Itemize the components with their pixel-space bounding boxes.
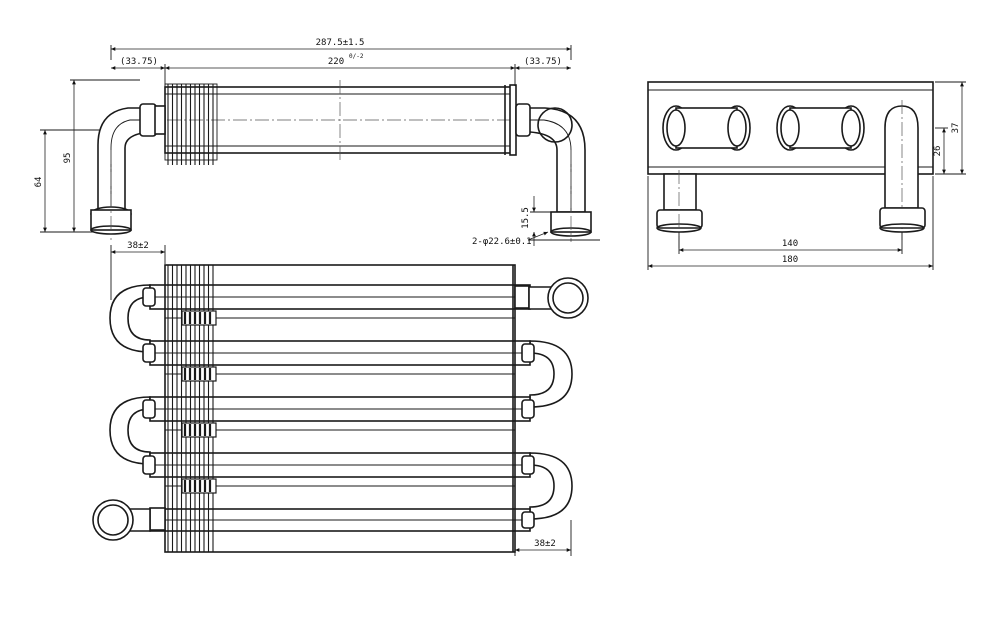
dim-overall-width: 180 xyxy=(782,255,798,265)
right-u-bend-2 xyxy=(529,452,573,520)
dim-left-offset: (33.75) xyxy=(120,57,158,67)
fin-pack-top xyxy=(167,265,217,552)
dim-height-95: 95 xyxy=(63,153,73,164)
dim-tube-tolerance: 0/-2 xyxy=(349,53,364,60)
fin-clip xyxy=(181,366,217,382)
fin-clip xyxy=(181,422,217,438)
right-u-bend-1 xyxy=(529,340,573,408)
side-view: 140 180 37 26 xyxy=(647,81,966,270)
right-elbow-pipe xyxy=(515,103,592,242)
top-view: 38±2 38±2 xyxy=(92,241,589,556)
side-tube-pair-2 xyxy=(776,105,865,151)
top-tube xyxy=(142,396,535,422)
top-body-outline xyxy=(164,264,516,553)
top-tube xyxy=(142,284,535,310)
dim-height-64: 64 xyxy=(34,177,44,188)
left-elbow-pipe xyxy=(90,103,166,240)
side-leg-left xyxy=(656,170,703,248)
dim-connector-spec: 2-φ22.6±0.1 xyxy=(472,237,532,247)
front-view: 287.5±1.5 (33.75) 220 0/-2 (33.75) 95 64… xyxy=(34,38,600,247)
dim-height-26: 26 xyxy=(933,146,943,157)
dim-fin-offset-right: 38±2 xyxy=(534,539,556,549)
top-connector-left xyxy=(92,499,166,541)
dim-base-span: 140 xyxy=(782,239,798,249)
dim-height-37: 37 xyxy=(951,123,961,134)
fin-clip xyxy=(181,310,217,326)
fin-pack-front xyxy=(164,83,218,165)
fin-clip xyxy=(181,478,217,494)
side-tube-pair-1 xyxy=(662,105,751,151)
dim-tube-length: 220 xyxy=(328,57,344,67)
dim-overall-length: 287.5±1.5 xyxy=(316,38,365,48)
top-tube xyxy=(142,340,535,366)
dim-fin-offset-left: 38±2 xyxy=(127,241,149,251)
dim-right-offset: (33.75) xyxy=(524,57,562,67)
side-leg-right xyxy=(879,207,926,233)
top-tube xyxy=(142,452,535,478)
top-connector-right xyxy=(514,277,589,319)
dim-pipe-projection: 15.5 xyxy=(521,207,531,229)
top-tube xyxy=(142,508,535,532)
